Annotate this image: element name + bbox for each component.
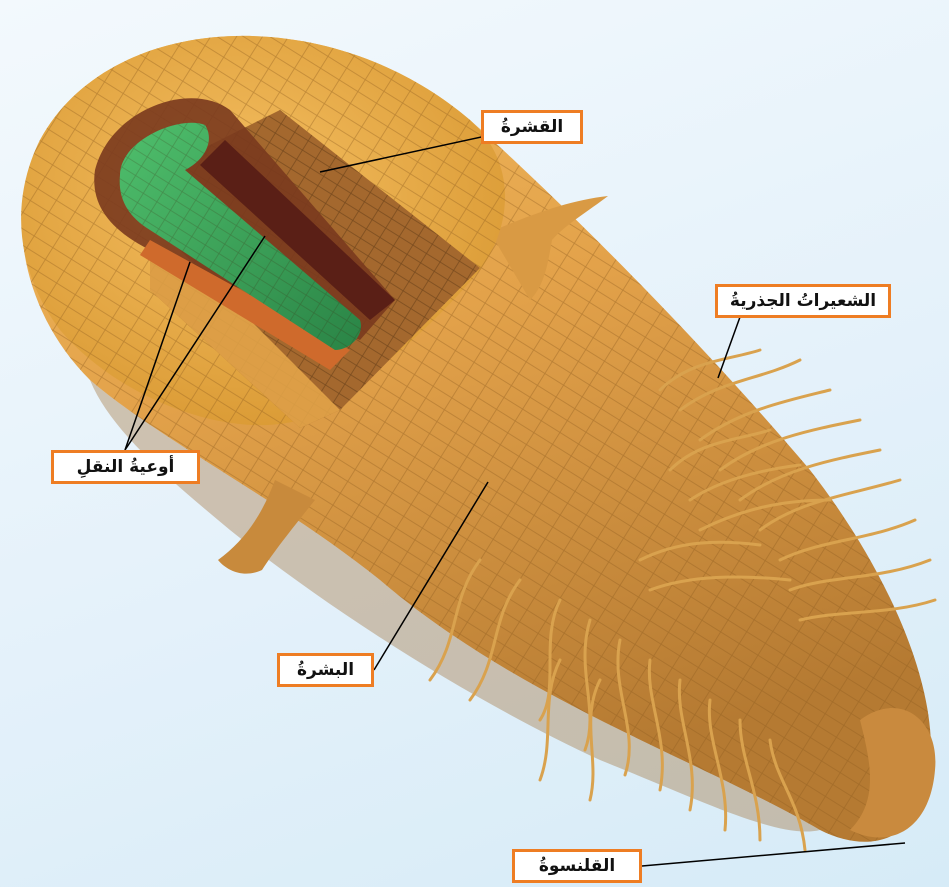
label-root-cap: القلنسوةُ (512, 849, 642, 883)
label-root-hairs: الشعيراتُ الجذريةُ (715, 284, 891, 318)
label-cortex: القشرةُ (481, 110, 583, 144)
label-epidermis: البشرةُ (277, 653, 374, 687)
label-vessels: أوعيةُ النقلِ (51, 450, 200, 484)
